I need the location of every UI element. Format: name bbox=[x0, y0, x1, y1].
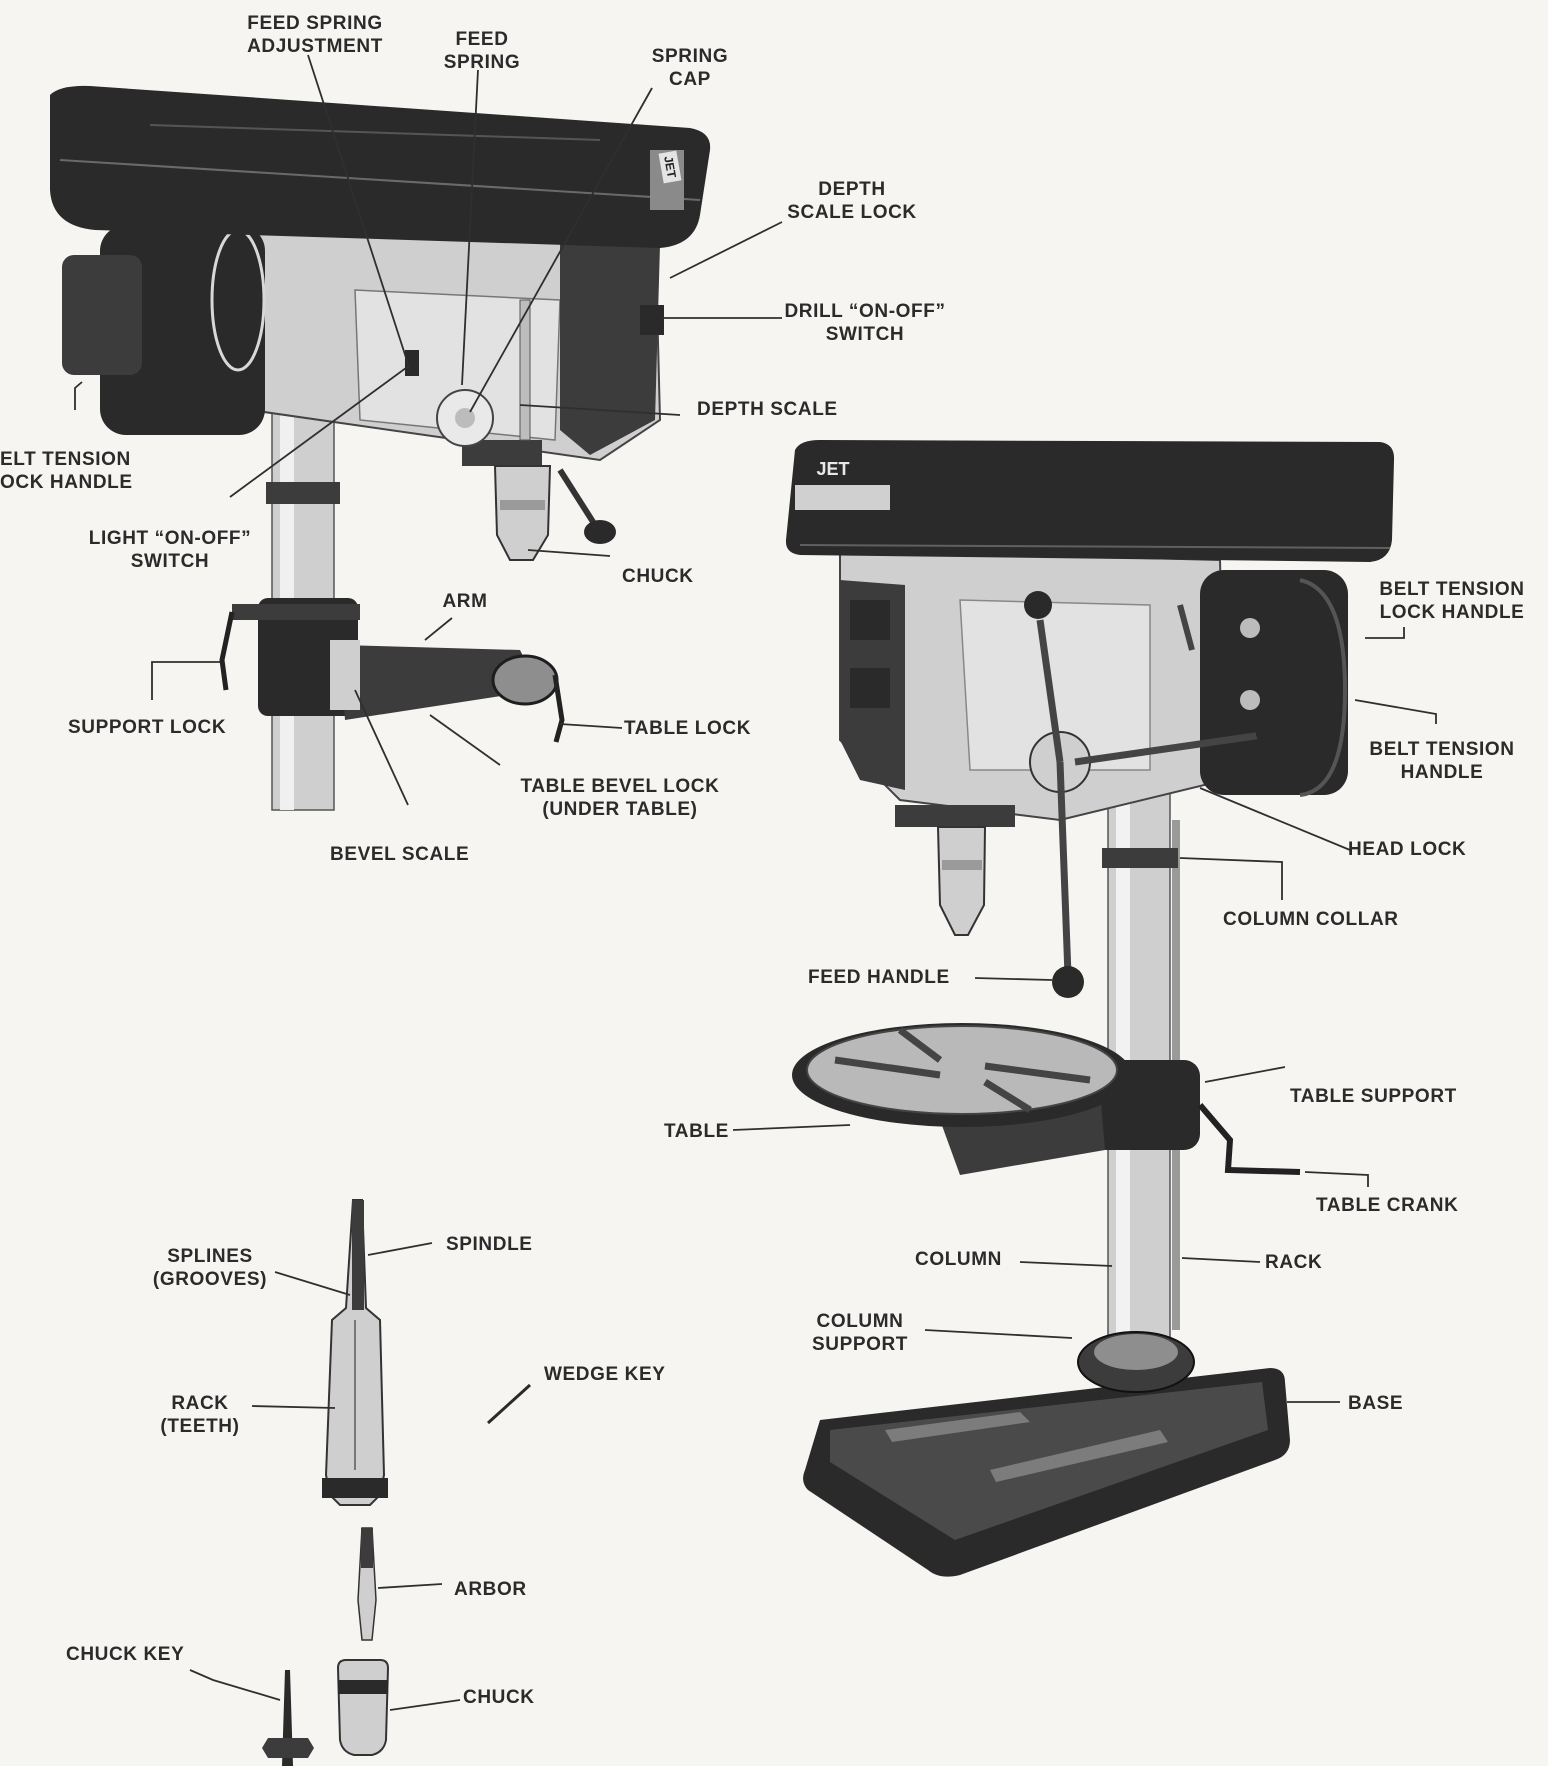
label-head-lock: HEAD LOCK bbox=[1348, 839, 1467, 860]
label-belt-tension-lock-handle-right: BELT TENSION LOCK HANDLE bbox=[1379, 579, 1525, 623]
label-table-support: TABLE SUPPORT bbox=[1290, 1086, 1457, 1107]
left-chuck bbox=[493, 465, 552, 561]
wedge-key-part bbox=[486, 1383, 532, 1425]
right-belt-cover bbox=[785, 440, 1395, 562]
label-table: TABLE bbox=[664, 1121, 729, 1142]
label-spring-cap: SPRING CAP bbox=[651, 46, 729, 90]
label-belt-tension-lock-handle-left: ELT TENSION OCK HANDLE bbox=[0, 449, 133, 493]
label-arm: ARM bbox=[442, 591, 488, 612]
chuck-part bbox=[336, 1659, 390, 1756]
label-table-crank: TABLE CRANK bbox=[1316, 1195, 1459, 1216]
label-drill-switch: DRILL “ON-OFF” SWITCH bbox=[784, 301, 946, 345]
left-drill-press bbox=[50, 85, 711, 811]
label-rack: RACK bbox=[1265, 1252, 1323, 1273]
label-column-support: COLUMN SUPPORT bbox=[811, 1311, 909, 1355]
right-drill-press bbox=[785, 440, 1395, 1577]
label-bevel-scale: BEVEL SCALE bbox=[330, 844, 470, 865]
right-table-crank bbox=[1197, 1103, 1301, 1175]
left-belt-cover bbox=[50, 85, 711, 248]
right-jet-logo: JET bbox=[802, 457, 864, 481]
label-spindle: SPINDLE bbox=[446, 1234, 533, 1255]
right-chuck bbox=[936, 826, 987, 936]
label-table-bevel-lock: TABLE BEVEL LOCK (UNDER TABLE) bbox=[520, 776, 720, 820]
label-arbor: ARBOR bbox=[454, 1579, 527, 1600]
label-base: BASE bbox=[1348, 1393, 1404, 1414]
label-depth-scale-lock: DEPTH SCALE LOCK bbox=[787, 179, 917, 223]
leader-lines bbox=[74, 54, 1437, 1711]
right-feed-handle-knob bbox=[1052, 966, 1084, 998]
label-feed-spring: FEED SPRING bbox=[443, 29, 521, 73]
label-column: COLUMN bbox=[915, 1249, 1002, 1270]
left-arm bbox=[340, 645, 540, 720]
label-support-lock: SUPPORT LOCK bbox=[68, 717, 227, 738]
label-belt-tension-handle: BELT TENSION HANDLE bbox=[1369, 739, 1515, 783]
label-table-lock: TABLE LOCK bbox=[624, 718, 752, 739]
label-light-switch: LIGHT “ON-OFF” SWITCH bbox=[88, 528, 252, 572]
label-feed-spring-adjustment: FEED SPRING ADJUSTMENT bbox=[247, 13, 383, 57]
label-depth-scale: DEPTH SCALE bbox=[697, 399, 838, 420]
label-splines: SPLINES (GROOVES) bbox=[152, 1246, 268, 1290]
label-wedge-key: WEDGE KEY bbox=[544, 1364, 666, 1385]
label-chuck-key: CHUCK KEY bbox=[66, 1644, 185, 1665]
right-motor bbox=[1200, 570, 1348, 795]
exploded-parts bbox=[262, 1199, 532, 1766]
label-rack-teeth: RACK (TEETH) bbox=[160, 1393, 240, 1437]
label-column-collar: COLUMN COLLAR bbox=[1223, 909, 1399, 930]
label-feed-handle: FEED HANDLE bbox=[808, 967, 950, 988]
label-chuck-bottom: CHUCK bbox=[463, 1687, 535, 1708]
label-chuck-top: CHUCK bbox=[622, 566, 694, 587]
